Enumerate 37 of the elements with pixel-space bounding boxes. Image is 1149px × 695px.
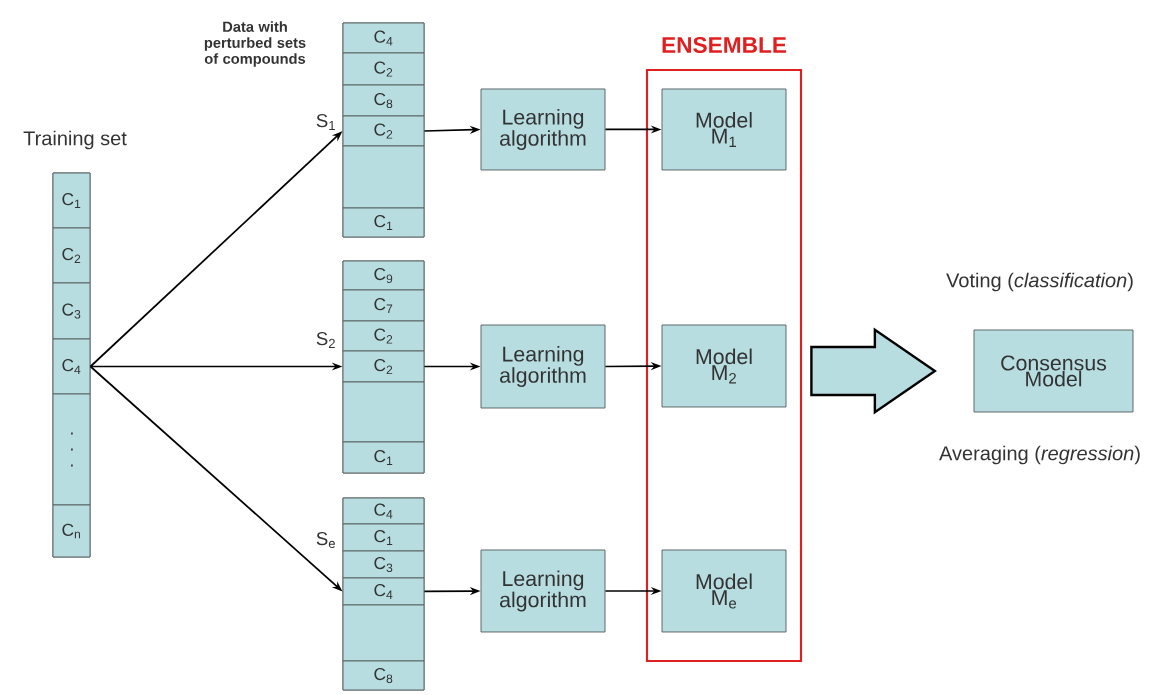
column-heading: Training set [23,130,127,150]
table-cell: C$_{4}$ [342,22,425,54]
table-cell: C$_{2}$ [342,320,425,352]
table-cell: C$_{4}$ [342,497,425,525]
set-label: S$_{e}$ [316,531,335,548]
table-cell: C$_{9}$ [342,260,425,291]
method-label: Averaging (regression) [939,445,1140,465]
model-box: Model M$_{2}$ [661,324,787,408]
table-cell: C$_{4}$ [342,577,425,606]
table-cell: C$_{8}$ [342,660,425,691]
table-cell: C$_{2}$ [342,52,425,86]
table-cell: C$_{7}$ [342,289,425,322]
table-cell: C$_{2}$ [52,227,91,284]
table-cell: C$_{3}$ [342,550,425,579]
set-label: S$_{1}$ [316,114,335,130]
model-box: Model M$_{1}$ [661,88,787,171]
table-cell [342,381,425,443]
frame-heading: ENSEMBLE [662,36,787,54]
block-arrow [810,327,937,415]
table-cell: C$_{1}$ [342,207,425,238]
model-box: Consensus Model [973,329,1134,413]
table-cell: C$_{3}$ [52,282,91,340]
table-cell: C$_{1}$ [342,523,425,552]
set-label: S$_{2}$ [316,332,335,348]
method-label: Voting (classification) [946,272,1133,292]
model-box: Model M$_{e}$ [661,549,787,633]
table-cell: C$_{1}$ [52,172,91,229]
table-cell: C$_{n}$ [52,504,91,558]
table-cell: C$_{4}$ [52,338,91,395]
table-cell: C$_{2}$ [342,115,425,147]
process-box: Learning algorithm [480,88,606,171]
column-caption: Data with perturbed sets of compounds [204,21,306,67]
table-cell: C$_{1}$ [342,441,425,474]
process-box: Learning algorithm [480,549,606,633]
table-cell: C$_{2}$ [342,350,425,383]
table-cell: C$_{8}$ [342,84,425,117]
process-box: Learning algorithm [480,324,606,409]
